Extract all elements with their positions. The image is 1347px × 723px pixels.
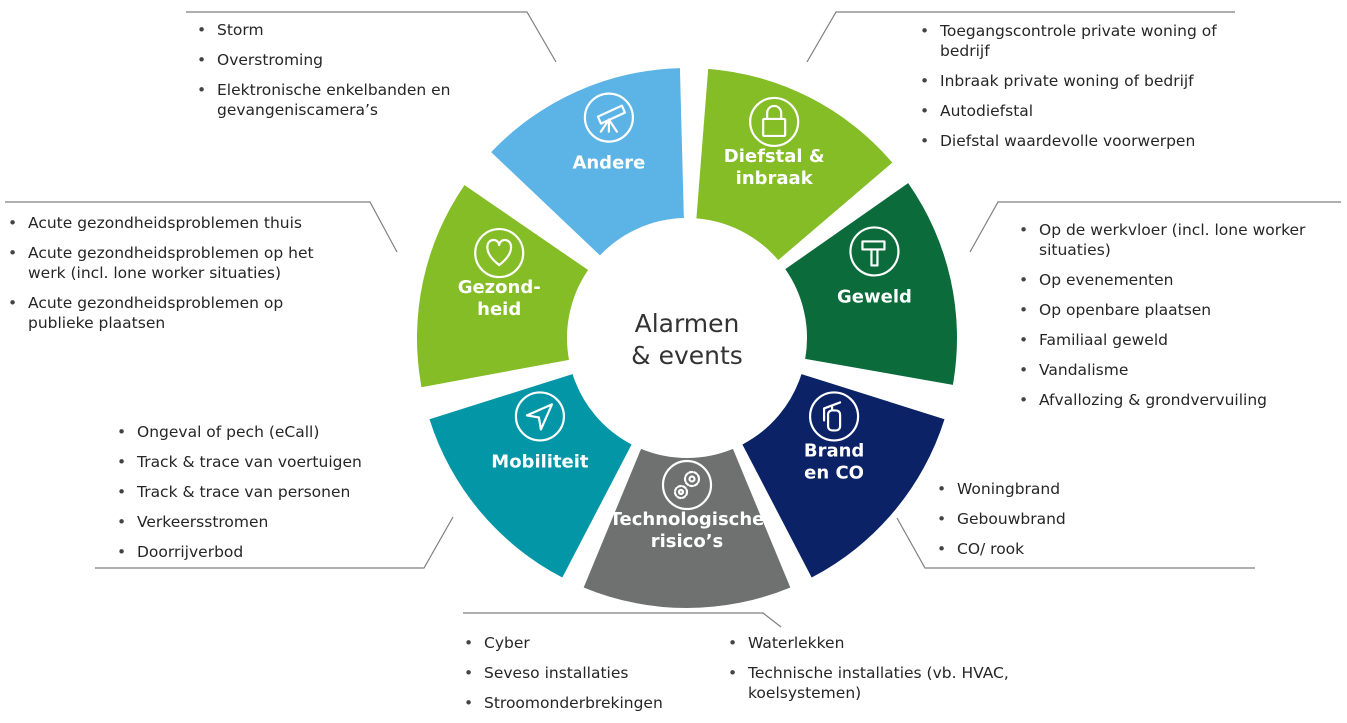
- list-item: Autodiefstal: [918, 101, 1248, 121]
- list-item: Op de werkvloer (incl. lone worker situa…: [1017, 220, 1347, 260]
- list-item: Cyber: [462, 633, 722, 653]
- list-item: Technische installaties (vb. HVAC, koels…: [726, 663, 1016, 703]
- list-item: Afvallozing & grondvervuiling: [1017, 390, 1347, 410]
- segment-mobiliteit-label: Mobiliteit: [491, 451, 589, 472]
- segment-andere: Andere: [491, 68, 684, 256]
- segment-mobiliteit-shape: [429, 374, 632, 578]
- gears-icon: [661, 459, 713, 511]
- leader-diefstal: [806, 11, 1235, 63]
- hammer-icon: [849, 226, 900, 277]
- segment-brand-label: en CO: [804, 462, 864, 483]
- list-item: Elektronische enkelbanden en gevangenisc…: [195, 80, 495, 120]
- list-item: Doorrijverbod: [115, 542, 415, 562]
- leader-brand: [896, 517, 1255, 569]
- leader-lines: [5, 11, 1341, 628]
- leader-technologisch: [463, 612, 782, 628]
- segment-andere-label: Andere: [572, 153, 645, 174]
- list-technologisch-left: Cyber Seveso installaties Stroomonderbre…: [462, 633, 722, 723]
- list-item: Inbraak private woning of bedrijf: [918, 71, 1248, 91]
- heart-icon: [474, 227, 525, 279]
- list-item: Diefstal waardevolle voorwerpen: [918, 131, 1248, 151]
- list-item: Stroomonderbrekingen: [462, 693, 722, 713]
- segment-diefstal-label: inbraak: [736, 168, 814, 189]
- list-item: Track & trace van voertuigen: [115, 452, 415, 472]
- segment-andere-shape: [491, 68, 684, 256]
- lock-icon: [749, 96, 800, 148]
- list-item: Gebouwbrand: [935, 509, 1155, 529]
- list-geweld: Op de werkvloer (incl. lone worker situa…: [1017, 220, 1347, 420]
- list-item: Seveso installaties: [462, 663, 722, 683]
- segment-gezondheid-label: Gezond-: [458, 277, 541, 298]
- list-item: Toegangscontrole private woning of bedri…: [918, 21, 1248, 61]
- leader-andere: [186, 11, 557, 63]
- list-item: CO/ rook: [935, 539, 1155, 559]
- list-item: Op openbare plaatsen: [1017, 300, 1347, 320]
- list-item: Overstroming: [195, 50, 495, 70]
- list-item: Op evenementen: [1017, 270, 1347, 290]
- leader-geweld: [969, 201, 1341, 253]
- list-item: Storm: [195, 20, 495, 40]
- list-item: Waterlekken: [726, 633, 1016, 653]
- segment-geweld-shape: [785, 183, 957, 385]
- segment-geweld: Geweld: [785, 183, 957, 385]
- navigation-arrow-icon: [514, 391, 566, 442]
- list-diefstal: Toegangscontrole private woning of bedri…: [918, 21, 1248, 161]
- telescope-icon: [583, 92, 635, 143]
- leader-gezondheid: [5, 201, 398, 253]
- segment-technologisch-label: risico’s: [651, 531, 724, 552]
- list-gezondheid: Acute gezondheidsproblemen thuis Acute g…: [6, 213, 351, 343]
- list-item: Verkeersstromen: [115, 512, 415, 532]
- list-item: Acute gezondheidsproblemen op publieke p…: [6, 293, 351, 333]
- list-item: Acute gezondheidsproblemen thuis: [6, 213, 351, 233]
- segment-technologisch-shape: [583, 448, 791, 608]
- segment-gezondheid-label: heid: [477, 299, 521, 320]
- center-title-line2: & events: [631, 341, 743, 370]
- list-item: Vandalisme: [1017, 360, 1347, 380]
- list-item: Woningbrand: [935, 479, 1155, 499]
- segment-brand-shape: [742, 374, 945, 578]
- leader-mobiliteit: [95, 516, 454, 569]
- list-brand: Woningbrand Gebouwbrand CO/ rook: [935, 479, 1155, 569]
- list-mobiliteit: Ongeval of pech (eCall) Track & trace va…: [115, 422, 415, 572]
- list-item: Track & trace van personen: [115, 482, 415, 502]
- list-item: Ongeval of pech (eCall): [115, 422, 415, 442]
- list-item: Acute gezondheidsproblemen op het werk (…: [6, 243, 351, 283]
- segment-gezondheid-shape: [417, 185, 589, 388]
- list-andere: Storm Overstroming Elektronische enkelba…: [195, 20, 495, 130]
- list-technologisch-right: Waterlekken Technische installaties (vb.…: [726, 633, 1016, 713]
- segment-brand-label: Brand: [804, 440, 864, 461]
- segment-diefstal: Diefstal &inbraak: [696, 68, 893, 261]
- segment-geweld-label: Geweld: [837, 286, 912, 307]
- segment-mobiliteit: Mobiliteit: [429, 374, 632, 578]
- segment-diefstal-label: Diefstal &: [724, 146, 825, 167]
- segment-gezondheid: Gezond-heid: [417, 185, 589, 388]
- fire-extinguisher-icon: [808, 391, 860, 442]
- segment-diefstal-shape: [696, 68, 893, 261]
- center-title-line1: Alarmen: [635, 309, 740, 338]
- segment-technologisch-label: Technologische: [610, 509, 765, 530]
- list-item: Familiaal geweld: [1017, 330, 1347, 350]
